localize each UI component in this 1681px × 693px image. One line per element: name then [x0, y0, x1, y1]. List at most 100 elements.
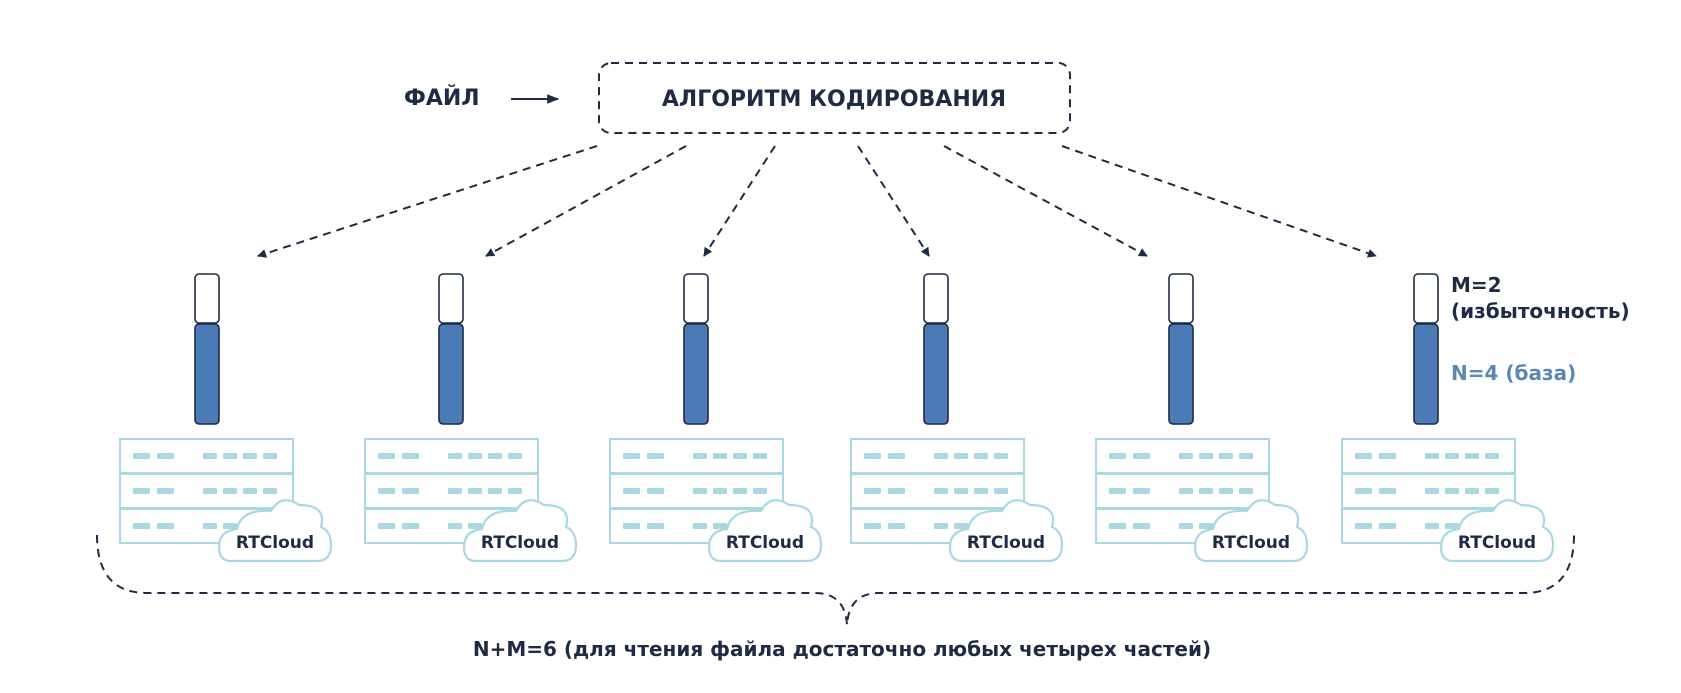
server-led	[402, 523, 419, 529]
server-led	[1425, 523, 1439, 529]
cloud-label: RTCloud	[481, 533, 559, 553]
server-led	[753, 488, 767, 494]
server-led	[203, 523, 217, 529]
server-led	[1109, 523, 1126, 529]
server-led	[693, 453, 707, 459]
server-rack	[119, 438, 294, 544]
parity-block	[923, 273, 949, 324]
cloud-icon	[1193, 499, 1309, 563]
server-led	[1199, 453, 1213, 459]
server-led	[693, 488, 707, 494]
storage-node-1: RTCloud	[119, 273, 333, 563]
server-led	[864, 523, 881, 529]
server-led	[713, 488, 727, 494]
arrow-to-node-2	[485, 145, 687, 257]
server-led	[223, 453, 237, 459]
server-led	[1485, 453, 1499, 459]
cloud-icon	[462, 499, 578, 563]
arrow-to-node-3	[703, 145, 776, 257]
server-rack	[1341, 438, 1516, 544]
storage-node-5: RTCloud	[1095, 273, 1309, 563]
server-led	[733, 453, 747, 459]
cloud-icon	[217, 499, 333, 563]
parity-label-line1: M=2	[1451, 273, 1502, 297]
server-led	[1133, 488, 1150, 494]
parity-block	[1168, 273, 1194, 324]
server-led	[133, 453, 150, 459]
server-led	[448, 523, 462, 529]
server-led	[263, 488, 277, 494]
storage-node-2: RTCloud	[364, 273, 578, 563]
algorithm-label: АЛГОРИТМ КОДИРОВАНИЯ	[662, 87, 1006, 112]
server-led	[243, 488, 257, 494]
server-led	[1219, 488, 1233, 494]
arrow-to-node-5	[943, 145, 1148, 257]
storage-node-4: RTCloud	[850, 273, 1064, 563]
server-led	[1199, 523, 1213, 529]
server-led	[647, 453, 664, 459]
cloud-icon	[707, 499, 823, 563]
server-led	[1219, 453, 1233, 459]
server-led	[448, 453, 462, 459]
server-led	[468, 523, 482, 529]
server-led	[243, 453, 257, 459]
server-led	[623, 488, 640, 494]
server-led	[864, 453, 881, 459]
server-led	[1179, 523, 1193, 529]
server-led	[1465, 453, 1479, 459]
storage-node-3: RTCloud	[609, 273, 823, 563]
server-led	[1379, 523, 1396, 529]
server-led	[1109, 488, 1126, 494]
server-led	[753, 453, 767, 459]
server-led	[508, 453, 522, 459]
server-led	[203, 488, 217, 494]
server-led	[203, 453, 217, 459]
parity-block	[194, 273, 220, 324]
server-led	[1179, 453, 1193, 459]
server-led	[1445, 523, 1459, 529]
server-led	[468, 453, 482, 459]
server-led	[994, 488, 1008, 494]
file-label: ФАЙЛ	[404, 85, 480, 111]
server-led	[1355, 453, 1372, 459]
server-led	[1179, 488, 1193, 494]
server-led	[1379, 453, 1396, 459]
server-led	[1199, 488, 1213, 494]
arrow-to-node-1	[257, 145, 598, 258]
storage-node-6: RTCloud	[1341, 273, 1555, 563]
server-led	[1445, 453, 1459, 459]
cloud-label: RTCloud	[1458, 533, 1536, 553]
server-led	[934, 453, 948, 459]
server-led	[954, 453, 968, 459]
parity-block	[1413, 273, 1439, 324]
server-led	[934, 488, 948, 494]
server-led	[888, 453, 905, 459]
parity-block	[438, 273, 464, 324]
server-led	[1239, 453, 1253, 459]
data-block	[194, 323, 220, 425]
server-led	[934, 523, 948, 529]
server-led	[1379, 488, 1396, 494]
server-led	[647, 488, 664, 494]
server-led	[623, 523, 640, 529]
server-led	[1445, 488, 1459, 494]
server-led	[1133, 453, 1150, 459]
server-led	[888, 488, 905, 494]
server-led	[954, 523, 968, 529]
server-led	[157, 453, 174, 459]
cloud-icon	[948, 499, 1064, 563]
server-led	[133, 488, 150, 494]
server-led	[1465, 488, 1479, 494]
server-led	[733, 488, 747, 494]
server-led	[263, 453, 277, 459]
server-led	[448, 488, 462, 494]
server-led	[1355, 523, 1372, 529]
server-led	[1239, 488, 1253, 494]
cloud-label: RTCloud	[236, 533, 314, 553]
server-led	[402, 453, 419, 459]
server-led	[468, 488, 482, 494]
server-led	[1109, 453, 1126, 459]
server-led	[1485, 488, 1499, 494]
